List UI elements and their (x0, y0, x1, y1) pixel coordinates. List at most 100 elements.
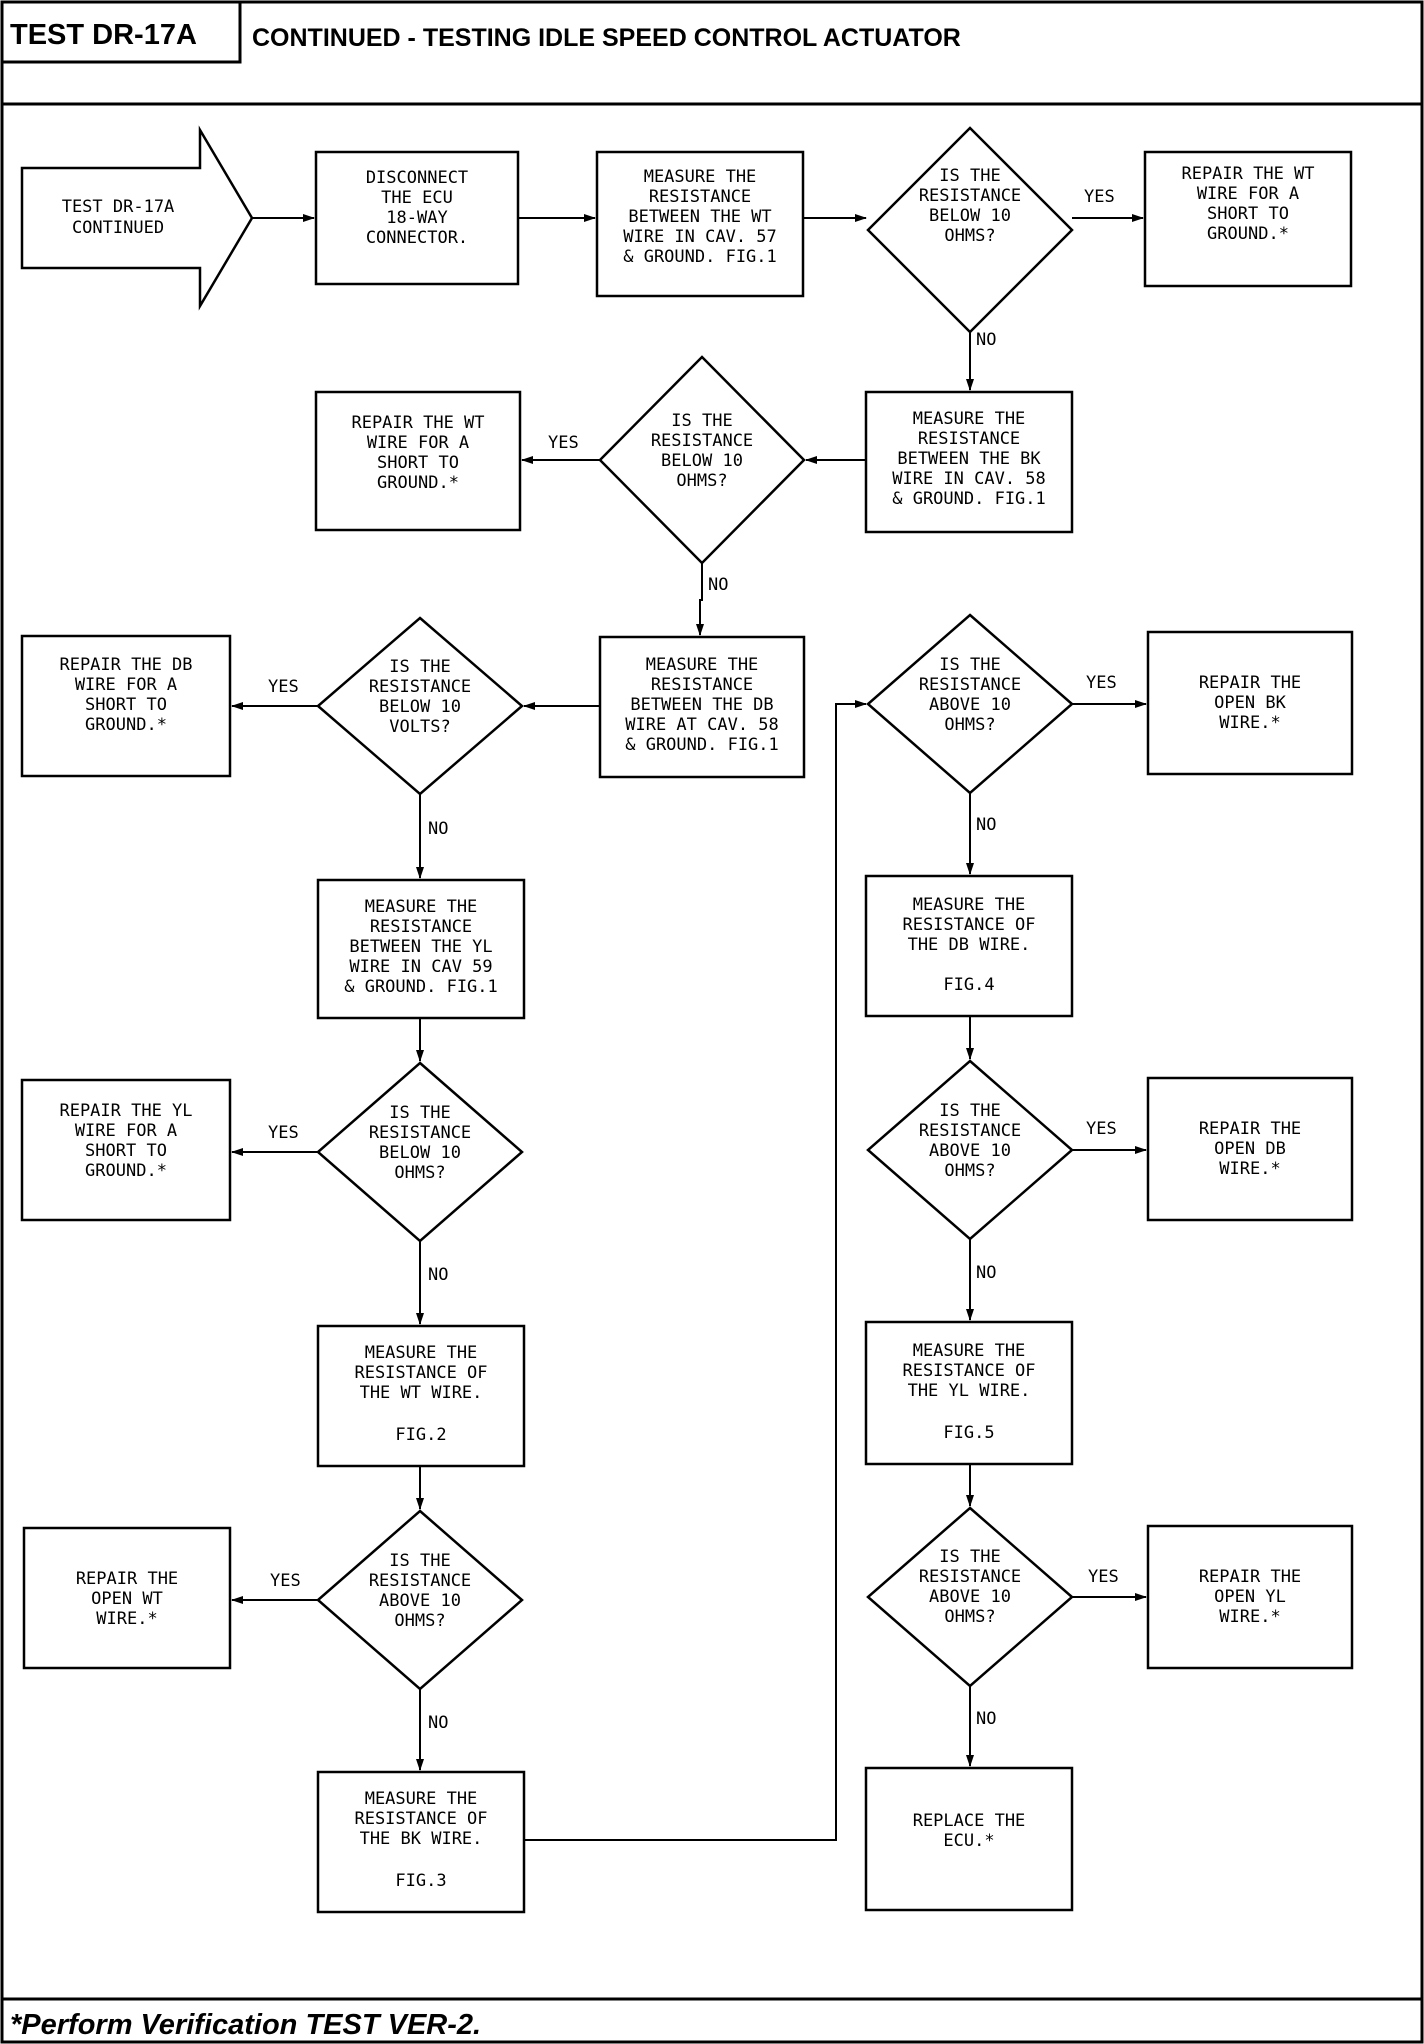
q3-yes-label: YES (268, 677, 299, 697)
measure-wt57-line-5: & GROUND. FIG.1 (623, 247, 777, 267)
q2-line-1: IS THE (671, 411, 732, 431)
measure-db58-line-5: & GROUND. FIG.1 (625, 735, 779, 755)
q2-no-label: NO (708, 575, 728, 595)
measure-bk-line-2: RESISTANCE OF (354, 1809, 487, 1829)
repair4-line-3: SHORT TO (85, 1141, 167, 1161)
measure-db58-line-1: MEASURE THE (646, 655, 759, 675)
measure-db-box (864, 874, 1074, 1018)
measure-bk58-line-3: BETWEEN THE BK (897, 449, 1041, 469)
q1-line-2: RESISTANCE (919, 186, 1021, 206)
repair3-line-4: GROUND.* (85, 715, 167, 735)
measure-wt57-line-4: WIRE IN CAV. 57 (623, 227, 777, 247)
q3-line-4: VOLTS? (389, 717, 450, 737)
measure-db-line-1: MEASURE THE (913, 895, 1026, 915)
start-arrow (20, 125, 254, 311)
measure-yl59-line-2: RESISTANCE (370, 917, 472, 937)
measure-wt-line-1: MEASURE THE (365, 1343, 478, 1363)
repair1-line-1: REPAIR THE WT (1181, 164, 1314, 184)
measure-yl59-line-4: WIRE IN CAV 59 (349, 957, 492, 977)
replace-line-1: REPLACE THE (913, 1811, 1026, 1831)
repair6-line-2: OPEN BK (1214, 693, 1286, 713)
measure-yl-line-1: MEASURE THE (913, 1341, 1026, 1361)
q1-no-label: NO (976, 330, 996, 350)
measure-bk-line-5: FIG.3 (395, 1871, 446, 1891)
page-title: CONTINUED - TESTING IDLE SPEED CONTROL A… (252, 24, 961, 52)
repair4-line-2: WIRE FOR A (75, 1121, 177, 1141)
measure-wt57-line-1: MEASURE THE (644, 167, 757, 187)
repair-4-box (20, 1078, 232, 1222)
q2-line-2: RESISTANCE (651, 431, 753, 451)
measure-bk-cav58-box (864, 390, 1074, 534)
q2-yes-label: YES (548, 433, 579, 453)
measure-wt57-line-2: RESISTANCE (649, 187, 751, 207)
measure-yl59-line-3: BETWEEN THE YL (349, 937, 492, 957)
measure-yl59-line-1: MEASURE THE (365, 897, 478, 917)
repair5-line-3: WIRE.* (96, 1609, 157, 1629)
q5-no-label: NO (428, 1713, 448, 1733)
disconnect-line-3: 18-WAY (386, 208, 447, 228)
measure-bk58-line-2: RESISTANCE (918, 429, 1020, 449)
measure-bk58-line-4: WIRE IN CAV. 58 (892, 469, 1046, 489)
repair5-line-2: OPEN WT (91, 1589, 163, 1609)
q5-line-2: RESISTANCE (369, 1571, 471, 1591)
repair6-line-1: REPAIR THE (1199, 673, 1301, 693)
q4-no-label: NO (428, 1265, 448, 1285)
q4-line-1: IS THE (389, 1103, 450, 1123)
replace-ecu-box (864, 1766, 1074, 1912)
repair8-line-3: WIRE.* (1219, 1607, 1280, 1627)
repair7-line-3: WIRE.* (1219, 1159, 1280, 1179)
q4-line-3: BELOW 10 (379, 1143, 461, 1163)
measure-bk58-line-5: & GROUND. FIG.1 (892, 489, 1046, 509)
repair8-line-1: REPAIR THE (1199, 1567, 1301, 1587)
measure-bk-line-1: MEASURE THE (365, 1789, 478, 1809)
repair3-line-2: WIRE FOR A (75, 675, 177, 695)
q4-yes-label: YES (268, 1123, 299, 1143)
q1-line-1: IS THE (939, 166, 1000, 186)
measure-yl-line-2: RESISTANCE OF (902, 1361, 1035, 1381)
q2-line-4: OHMS? (676, 471, 727, 491)
measure-bk58-line-1: MEASURE THE (913, 409, 1026, 429)
repair1-line-3: SHORT TO (1207, 204, 1289, 224)
measure-yl-cav59-box (316, 878, 526, 1020)
repair7-line-1: REPAIR THE (1199, 1119, 1301, 1139)
disconnect-line-1: DISCONNECT (366, 168, 468, 188)
measure-wt-box (316, 1324, 526, 1468)
measure-db58-line-4: WIRE AT CAV. 58 (625, 715, 779, 735)
q6-line-4: OHMS? (944, 715, 995, 735)
repair5-line-1: REPAIR THE (76, 1569, 178, 1589)
measure-wt57-line-3: BETWEEN THE WT (628, 207, 771, 227)
repair6-line-3: WIRE.* (1219, 713, 1280, 733)
repair4-line-4: GROUND.* (85, 1161, 167, 1181)
repair2-line-1: REPAIR THE WT (351, 413, 484, 433)
q6-no-label: NO (976, 815, 996, 835)
q8-line-2: RESISTANCE (919, 1567, 1021, 1587)
measure-db-line-2: RESISTANCE OF (902, 915, 1035, 935)
measure-yl-line-5: FIG.5 (943, 1423, 994, 1443)
measure-wt-line-3: THE WT WIRE. (360, 1383, 483, 1403)
repair2-line-2: WIRE FOR A (367, 433, 469, 453)
q8-yes-label: YES (1088, 1567, 1119, 1587)
q7-no-label: NO (976, 1263, 996, 1283)
q3-line-1: IS THE (389, 657, 450, 677)
measure-yl-box (864, 1320, 1074, 1466)
measure-bk-line-3: THE BK WIRE. (360, 1829, 483, 1849)
repair1-line-4: GROUND.* (1207, 224, 1289, 244)
repair3-line-3: SHORT TO (85, 695, 167, 715)
footer-note: *Perform Verification TEST VER-2. (10, 2009, 481, 2041)
q8-line-4: OHMS? (944, 1607, 995, 1627)
repair-8-box (1146, 1524, 1354, 1670)
repair7-line-2: OPEN DB (1214, 1139, 1286, 1159)
measure-yl-line-3: THE YL WIRE. (908, 1381, 1031, 1401)
q6-line-3: ABOVE 10 (929, 695, 1011, 715)
q3-line-2: RESISTANCE (369, 677, 471, 697)
start-line-2: CONTINUED (72, 218, 164, 238)
q7-line-4: OHMS? (944, 1161, 995, 1181)
q4-line-2: RESISTANCE (369, 1123, 471, 1143)
test-id-box (0, 0, 242, 64)
repair1-line-2: WIRE FOR A (1197, 184, 1299, 204)
repair2-line-3: SHORT TO (377, 453, 459, 473)
measure-db-line-5: FIG.4 (943, 975, 994, 995)
measure-yl59-line-5: & GROUND. FIG.1 (344, 977, 498, 997)
q3-line-3: BELOW 10 (379, 697, 461, 717)
